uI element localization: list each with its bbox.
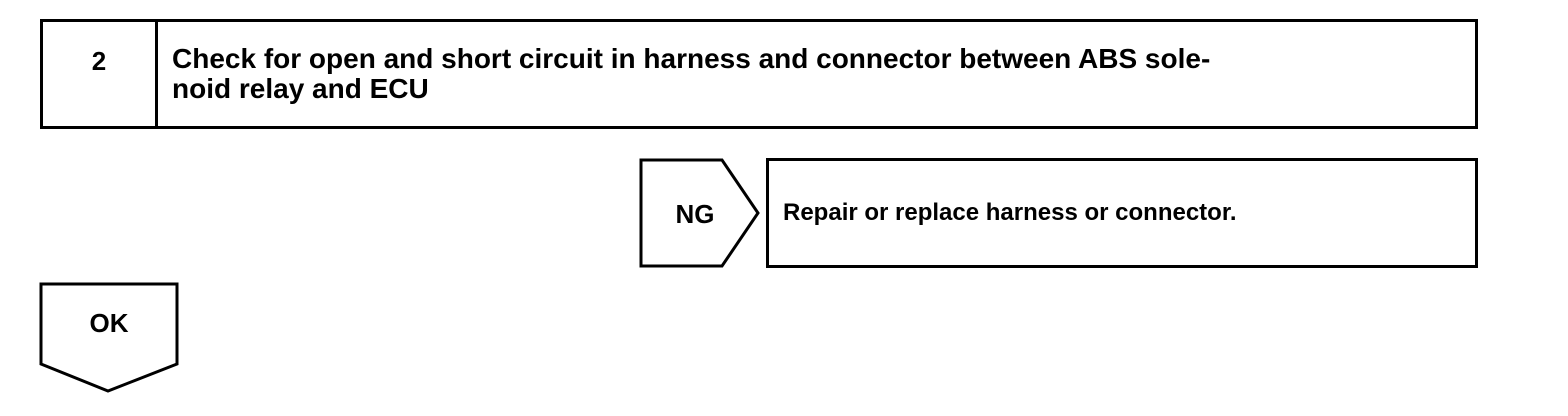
step-number: 2 — [43, 22, 158, 126]
ng-action-box: Repair or replace harness or connector. — [766, 158, 1478, 268]
ng-action-text: Repair or replace harness or connector. — [783, 199, 1237, 226]
inspection-step-box: 2 Check for open and short circuit in ha… — [40, 19, 1478, 129]
ok-label: OK — [89, 308, 129, 338]
ng-label: NG — [675, 199, 715, 229]
step-title: Check for open and short circuit in harn… — [172, 43, 1211, 104]
